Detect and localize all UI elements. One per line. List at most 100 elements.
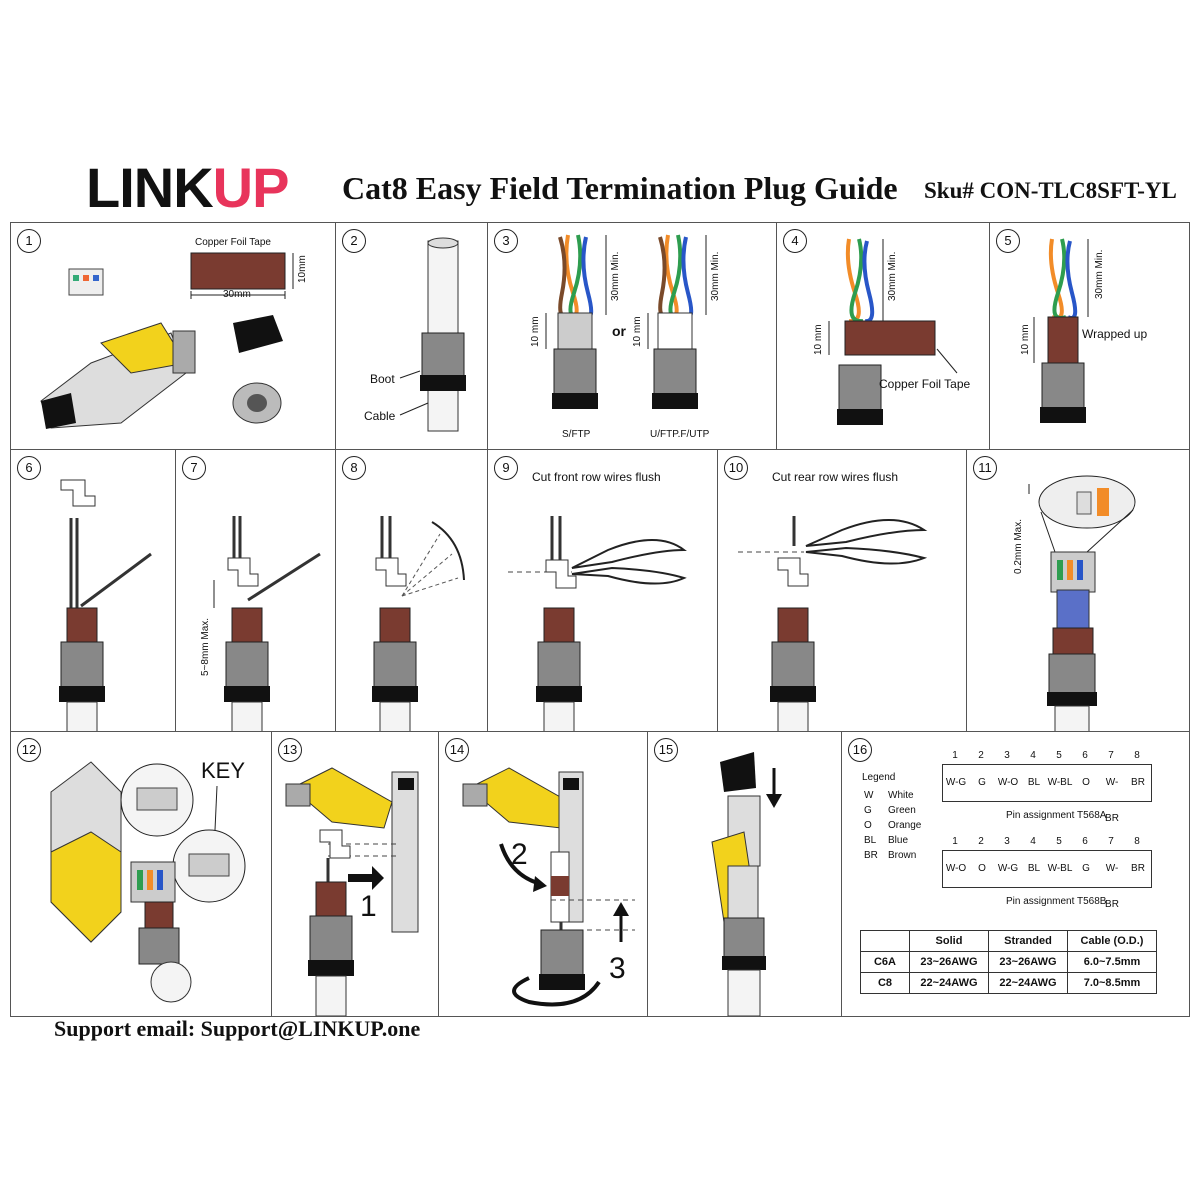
- pin-number: 7: [1108, 750, 1114, 761]
- pin-number: 1: [952, 750, 958, 761]
- legend-name: Blue: [888, 835, 909, 846]
- legend-name: White: [888, 790, 914, 801]
- legend-code: G: [864, 805, 872, 816]
- od-cell: 6.0~7.5mm: [1067, 951, 1157, 973]
- step-14-arrow-3-label: 3: [609, 952, 626, 985]
- pin-number: 8: [1134, 836, 1140, 847]
- step-11-panel: 11 0.2mm Max.: [966, 449, 1190, 732]
- step-14-arrow-2-label: 2: [511, 838, 528, 871]
- step-number: 1: [17, 229, 41, 253]
- step-3-drawing: [545, 234, 707, 409]
- pin-number: 7: [1108, 836, 1114, 847]
- step-8-drawing: [372, 516, 465, 731]
- step-4-panel: 4 30mm Min. 10 mm Copper Foil Tape: [776, 222, 990, 450]
- legend-name: Orange: [888, 820, 922, 831]
- step-14-panel: 14 2 3: [438, 731, 648, 1017]
- length-10mm-label: 10 mm: [530, 316, 541, 347]
- length-30mm-min-label: 30mm Min.: [610, 251, 621, 301]
- pin-number: 5: [1056, 836, 1062, 847]
- step-10-panel: 10 Cut rear row wires flush: [717, 449, 967, 732]
- solid-cell: 22~24AWG: [909, 972, 989, 994]
- length-30mm-min-label: 30mm Min.: [710, 251, 721, 301]
- pin-cell: W-BR: [1099, 850, 1125, 910]
- or-label: or: [612, 323, 626, 339]
- pin-number: 2: [978, 836, 984, 847]
- step-13-arrow-1-label: 1: [360, 890, 377, 923]
- step-1-panel: 1 Copper Foil Tape 30mm 10mm: [10, 222, 336, 450]
- step-10-instruction: Cut rear row wires flush: [772, 470, 899, 484]
- pin-cell: W-O: [995, 764, 1021, 802]
- solid-cell: 23~26AWG: [909, 951, 989, 973]
- pin-number: 3: [1004, 836, 1010, 847]
- step-13-drawing: [285, 767, 419, 1016]
- stranded-cell: 23~26AWG: [988, 951, 1068, 973]
- step-number: 10: [724, 456, 748, 480]
- pin-cell: G: [1073, 850, 1099, 888]
- uftp-label: U/FTP.F/UTP: [650, 429, 710, 440]
- legend-item: G Green: [864, 805, 916, 816]
- length-10mm-label: 10 mm: [632, 316, 643, 347]
- length-30mm-min-label: 30mm Min.: [887, 251, 898, 301]
- step-15-drawing: [711, 752, 782, 1016]
- step-2-drawing: [399, 237, 466, 432]
- gap-0-2mm-max-label: 0.2mm Max.: [1013, 518, 1024, 574]
- pin-cell: G: [969, 764, 995, 802]
- pin-cell: BL: [1021, 850, 1047, 888]
- step-1-drawing: [40, 252, 294, 429]
- copper-foil-tape-label: Copper Foil Tape: [879, 377, 971, 391]
- brand-logo: LINKUP: [86, 160, 289, 216]
- pin-cell: W-BL: [1047, 850, 1073, 888]
- support-email: Support email: Support@LINKUP.one: [54, 1016, 421, 1041]
- copper-foil-tape-label: Copper Foil Tape: [195, 237, 271, 248]
- key-label: KEY: [201, 758, 246, 783]
- step-5-panel: 5 30mm Min. 10 mm Wrapped up: [989, 222, 1190, 450]
- cable-type-cell: C8: [860, 972, 910, 994]
- cable-spec-table: Solid Stranded Cable (O.D.) C6A 23~26AWG…: [860, 930, 1157, 994]
- pin-cell: W-G: [942, 764, 969, 802]
- step-number: 13: [278, 738, 302, 762]
- header-cell: Cable (O.D.): [1067, 930, 1157, 952]
- pin-number: 6: [1082, 836, 1088, 847]
- pin-cell: W-BR: [1099, 764, 1125, 824]
- step-number: 8: [342, 456, 366, 480]
- legend-title: Legend: [862, 772, 896, 783]
- step-10-drawing: [738, 516, 928, 731]
- pin-cell: BL: [1021, 764, 1047, 802]
- pin-number: 1: [952, 836, 958, 847]
- step-number: 12: [17, 738, 41, 762]
- step-9-instruction: Cut front row wires flush: [532, 470, 661, 484]
- length-10mm-label: 10 mm: [1020, 324, 1031, 355]
- step-number: 11: [973, 456, 997, 480]
- step-number: 2: [342, 229, 366, 253]
- step-14-drawing: [462, 767, 635, 1007]
- cable-type-cell: C6A: [860, 951, 910, 973]
- step-number: 9: [494, 456, 518, 480]
- step-3-panel: 3 30mm Min. 10 mm or 10 mm 30mm Min.: [487, 222, 777, 450]
- pin-number: 2: [978, 750, 984, 761]
- width-30mm-label: 30mm: [223, 289, 251, 300]
- step-number: 4: [783, 229, 807, 253]
- pin-number: 4: [1030, 750, 1036, 761]
- step-number: 14: [445, 738, 469, 762]
- step-2-panel: 2 Boot Cable: [335, 222, 488, 450]
- sku-label: Sku# CON-TLC8SFT-YL: [924, 178, 1177, 203]
- pin-number: 6: [1082, 750, 1088, 761]
- legend-name: Green: [888, 805, 916, 816]
- logo-link-text: LINK: [86, 156, 214, 219]
- step-number: 3: [494, 229, 518, 253]
- step-11-drawing: [1028, 475, 1136, 731]
- pin-cell: O: [1073, 764, 1099, 802]
- pin-cell: W-BL: [1047, 764, 1073, 802]
- step-4-drawing: [828, 238, 958, 425]
- pin-number: 8: [1134, 750, 1140, 761]
- step-12-drawing: [50, 761, 246, 1003]
- pin-cell: O: [969, 850, 995, 888]
- pin-number: 3: [1004, 750, 1010, 761]
- od-cell: 7.0~8.5mm: [1067, 972, 1157, 994]
- pin-cell: BR: [1125, 850, 1152, 888]
